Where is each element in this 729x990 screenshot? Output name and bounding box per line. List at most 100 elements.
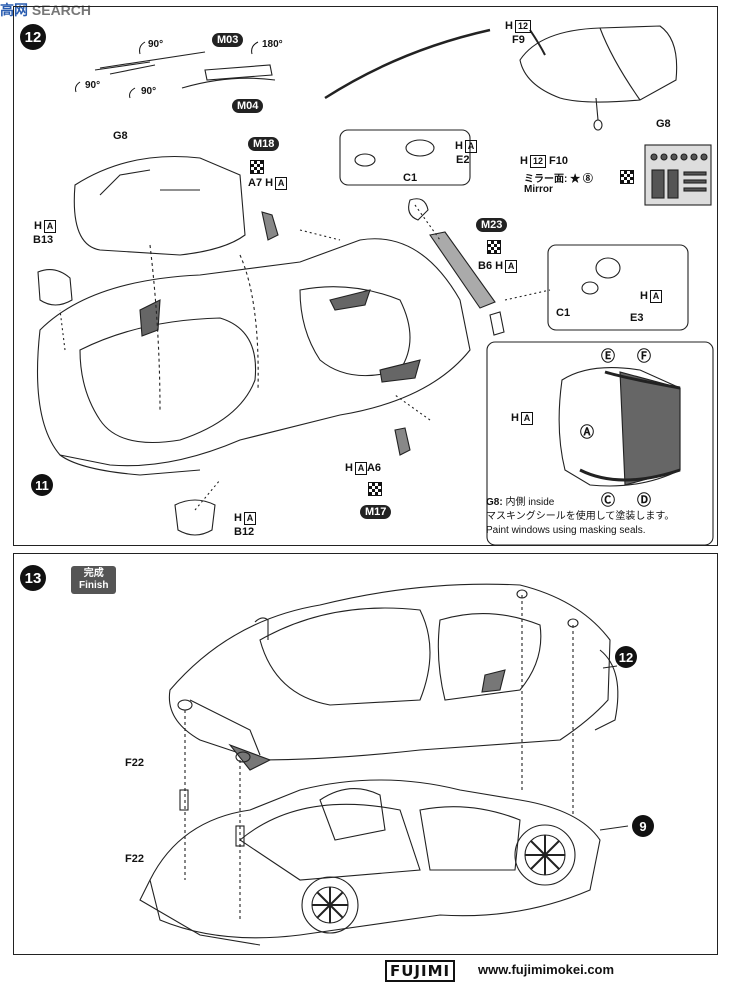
label-b12: B12 [234,526,255,538]
angle-90-c: 90° [141,86,157,97]
ref-step-11: 11 [31,474,53,496]
step-12-marker: 12 [20,24,46,50]
inset-label-d: Ⓓ [637,492,651,508]
ref-step-11-number: 11 [35,477,49,493]
angle-90-a: 90° [148,39,164,50]
label-h: H [505,20,513,32]
paint-check-icon [620,170,634,184]
label-e3: E3 [630,312,644,324]
box-a: A [275,177,288,190]
inset-note: G8: 内側 inside マスキングシールを使用して塗装します。 Paint … [486,496,674,538]
inset-label-c: Ⓒ [601,492,615,508]
inset-g8-shell [558,366,681,487]
watermark-brand: 高 [0,2,14,18]
step-13-marker: 13 [20,565,46,591]
inset-label-f: Ⓕ [637,348,651,364]
chassis [149,779,601,939]
finished-body-shell [168,583,611,761]
mirror-f9-shell [519,25,678,103]
label-h: H [234,512,242,524]
mirror-b13 [37,269,73,306]
label-h: H [520,155,528,167]
step-13-number: 13 [24,569,42,587]
step-12-panel [13,6,718,546]
label-c1-right: C1 [556,307,571,319]
box-a: A [464,140,477,153]
label-mirror-jp: ミラー面: ★ ⑧ [524,174,593,185]
ref-step-12-number: 12 [618,649,634,665]
callout-c1-e2 [339,129,471,186]
paint-check-icon [368,482,382,496]
label-a6-text: A6 [366,462,382,474]
label-f22-top: F22 [125,757,144,769]
label-h: H [265,177,274,189]
windshield-wiper [324,28,491,100]
wiper-blade-m04 [181,77,276,89]
label-c1-top: C1 [403,172,418,184]
box-a: A [243,512,256,525]
label-mirror-en: Mirror [524,184,553,195]
part-a7 [261,211,279,241]
note-jp: マスキングシールを使用して塗装します。 [486,511,675,522]
paint-check-icon [250,160,264,174]
label-g8-top: G8 [113,130,128,142]
part-a6 [394,427,411,456]
mirror-b12 [174,499,216,536]
part-tag-m04: M04 [232,99,264,113]
callout-c1-e3 [547,244,689,331]
finish-jp: 完成 [83,568,104,579]
part-tag-m17: M17 [360,505,392,519]
label-f9: F9 [512,34,525,46]
inset-label-a: Ⓐ [580,424,594,440]
angle-90-b: 90° [85,80,101,91]
label-b13: B13 [33,234,54,246]
label-e2: E2 [456,154,470,166]
step-12-number: 12 [24,28,42,46]
label-b6-text: B6 [478,260,493,272]
angle-180: 180° [262,39,283,50]
label-h: H [495,260,504,272]
label-f22-bottom: F22 [125,853,144,865]
paint-check-icon [487,240,501,254]
inset-label-e: Ⓔ [601,348,615,364]
box-a: A [520,412,533,425]
footer-url[interactable]: www.fujimimokei.com [478,962,615,977]
box-a: A [649,290,662,303]
box-a: A [505,260,518,273]
finish-badge: 完成 Finish [71,566,117,594]
fujimi-logo: FUJIMI [385,960,456,982]
body-shell-top-view [36,238,471,467]
wiper-arm-m03 [99,51,206,69]
part-tag-m23: M23 [476,218,508,232]
paint-number: ⑧ [582,174,593,185]
label-g8-right: G8 [656,118,671,130]
label-h: H [455,140,463,152]
label-f10: F10 [549,155,568,167]
label-h: H [34,220,42,232]
label-a7-text: A7 [248,177,263,189]
mirror-jp: ミラー面: [524,174,568,185]
box-12: 12 [529,155,546,168]
box-12: 12 [514,20,531,33]
box-a: A [354,462,367,475]
label-h: H [511,412,519,424]
finish-en: Finish [79,580,109,591]
box-a: A [43,220,56,233]
ref-step-12: 12 [615,646,637,668]
part-tag-m18: M18 [248,137,280,151]
part-tag-m03: M03 [212,33,244,47]
label-h: H [640,290,648,302]
step-13-panel [13,553,718,955]
ref-step-9-number: 9 [639,818,647,834]
